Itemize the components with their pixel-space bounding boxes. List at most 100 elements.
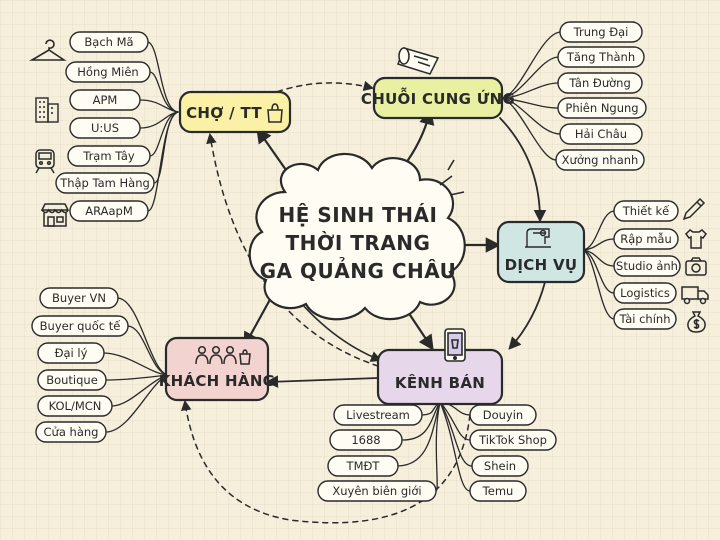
leaf-pill [317, 480, 437, 502]
leaf-kenh-ban-left[interactable]: TMĐT [327, 455, 399, 477]
leaf-line [501, 97, 557, 161]
category-dich-vu[interactable]: DỊCH VỤ [496, 220, 586, 284]
category-kenh-ban[interactable]: KÊNH BÁN [376, 348, 504, 406]
leaf-pill [67, 145, 151, 167]
leaf-cho-tt[interactable]: Thập Tam Hàng [55, 172, 155, 194]
leaf-line [501, 82, 559, 99]
leaf-dich-vu[interactable]: Logistics [613, 282, 677, 304]
leaf-cho-tt[interactable]: APM [69, 89, 141, 111]
leaf-pill [557, 46, 645, 68]
leaf-label: KOL/MCN [49, 399, 102, 413]
leaf-line [439, 401, 473, 467]
leaf-line [111, 374, 169, 407]
leaf-line [139, 99, 179, 113]
leaf-chuoi-cung-ung[interactable]: Tăng Thành [557, 46, 645, 68]
shirt-icon [685, 229, 707, 249]
leaf-dich-vu[interactable]: Thiết kế [613, 200, 679, 222]
center-node[interactable]: HỆ SINH THÁI THỜI TRANG GA QUẢNG CHÂU [248, 152, 466, 321]
leaf-kenh-ban-right[interactable]: TikTok Shop [469, 429, 557, 451]
leaf-line [501, 31, 561, 99]
leaf-pill [31, 315, 129, 337]
category-chuoi-cung-ung-box [372, 76, 504, 120]
leaf-pill [37, 369, 107, 391]
leaf-dich-vu[interactable]: Tài chính [613, 308, 677, 330]
leaf-khach-hang[interactable]: Boutique [37, 369, 107, 391]
leaf-chuoi-cung-ung[interactable]: Tân Đường [557, 72, 643, 94]
category-chuoi-cung-ung[interactable]: CHUỖI CUNG ỨNG [361, 76, 515, 120]
leaf-line [582, 238, 615, 251]
leaf-dich-vu[interactable]: Rập mẫu [613, 228, 679, 250]
category-dich-vu-box [496, 220, 586, 284]
leaf-pill [471, 455, 529, 477]
leaf-line [501, 97, 559, 109]
leaf-cho-tt[interactable]: Trạm Tây [67, 145, 151, 167]
leaf-pill [559, 21, 643, 43]
leaf-cho-tt[interactable]: Bạch Mã [69, 31, 149, 53]
truck-icon [681, 286, 709, 305]
leaf-label: APM [93, 93, 118, 107]
leaf-label: Thập Tam Hàng [59, 176, 150, 190]
train-icon [35, 149, 55, 174]
category-chuoi-cung-ung-label: CHUỖI CUNG ỨNG [361, 87, 515, 108]
category-khach-hang-label: KHÁCH HÀNG [159, 371, 276, 390]
leaf-pill [65, 61, 151, 83]
leaf-kenh-ban-left[interactable]: Xuyên biên giới [317, 480, 437, 502]
leaf-pill [37, 342, 105, 364]
category-dich-vu-label: DỊCH VỤ [505, 256, 578, 274]
leaf-pill [55, 172, 155, 194]
leaf-label: Logistics [620, 286, 670, 300]
leaf-kenh-ban-left[interactable]: 1688 [329, 429, 403, 451]
arrow-dich-vu-to-kenh-ban [508, 281, 546, 350]
leaf-pill [469, 429, 557, 451]
leaf-khach-hang[interactable]: KOL/MCN [37, 395, 113, 417]
leaf-kenh-ban-right[interactable]: Douyin [469, 404, 537, 426]
leaf-pill [469, 480, 527, 502]
leaf-label: Tân Đường [568, 76, 631, 90]
category-cho-tt-label: CHỢ / TT [186, 104, 262, 122]
category-kenh-ban-box [376, 348, 504, 406]
leaf-khach-hang[interactable]: Buyer quốc tế [31, 315, 129, 337]
leaf-cho-tt[interactable]: ARAapM [69, 200, 149, 222]
leaf-dich-vu[interactable]: Studio ảnh [613, 255, 681, 277]
money-bag-icon [687, 311, 706, 333]
leaf-chuoi-cung-ung[interactable]: Phiên Ngung [557, 97, 647, 119]
leaf-line [147, 111, 179, 212]
leaf-label: TikTok Shop [478, 433, 547, 447]
leaf-line [439, 401, 471, 441]
leaf-label: Cửa hàng [44, 425, 99, 439]
leaf-pill [37, 395, 113, 417]
leaf-label: Hải Châu [575, 127, 627, 141]
leaf-label: Buyer quốc tế [40, 319, 122, 333]
category-kenh-ban-label: KÊNH BÁN [395, 373, 485, 392]
smartphone-icon [444, 328, 466, 362]
leaf-pill [613, 200, 679, 222]
leaf-line [582, 249, 615, 320]
leaf-cho-tt[interactable]: Hồng Miên [65, 61, 151, 83]
leaf-pill [39, 287, 119, 309]
leaf-label: Boutique [46, 373, 98, 387]
leaf-chuoi-cung-ung[interactable]: Trung Đại [559, 21, 643, 43]
leaf-pill [327, 455, 399, 477]
leaf-line [127, 325, 169, 376]
leaf-khach-hang[interactable]: Đại lý [37, 342, 105, 364]
leaf-khach-hang[interactable]: Cửa hàng [35, 421, 107, 443]
category-cho-tt[interactable]: CHỢ / TT [178, 90, 292, 134]
leaf-line [435, 401, 441, 492]
leaf-label: Tài chính [619, 312, 671, 326]
leaf-chuoi-cung-ung[interactable]: Hải Châu [559, 123, 643, 145]
people-icon [195, 345, 251, 365]
hanger-icon [29, 39, 67, 61]
leaf-chuoi-cung-ung[interactable]: Xưởng nhanh [555, 149, 645, 171]
leaf-kenh-ban-right[interactable]: Temu [469, 480, 527, 502]
leaf-pill [69, 89, 141, 111]
arrow-chuoi-to-dich-vu [499, 117, 547, 223]
leaf-kenh-ban-right[interactable]: Shein [471, 455, 529, 477]
leaf-line [147, 41, 179, 113]
center-title-line-1: HỆ SINH THÁI [279, 203, 438, 227]
categories: CHỢ / TT CHUỖI CUNG ỨNG DỊCH VỤ KÊNH BÁN KHÁ… [159, 76, 586, 406]
leaf-khach-hang[interactable]: Buyer VN [39, 287, 119, 309]
leaf-cho-tt[interactable]: U:US [69, 117, 141, 139]
leaf-kenh-ban-left[interactable]: Livestream [333, 404, 423, 426]
leaf-line [501, 56, 559, 99]
